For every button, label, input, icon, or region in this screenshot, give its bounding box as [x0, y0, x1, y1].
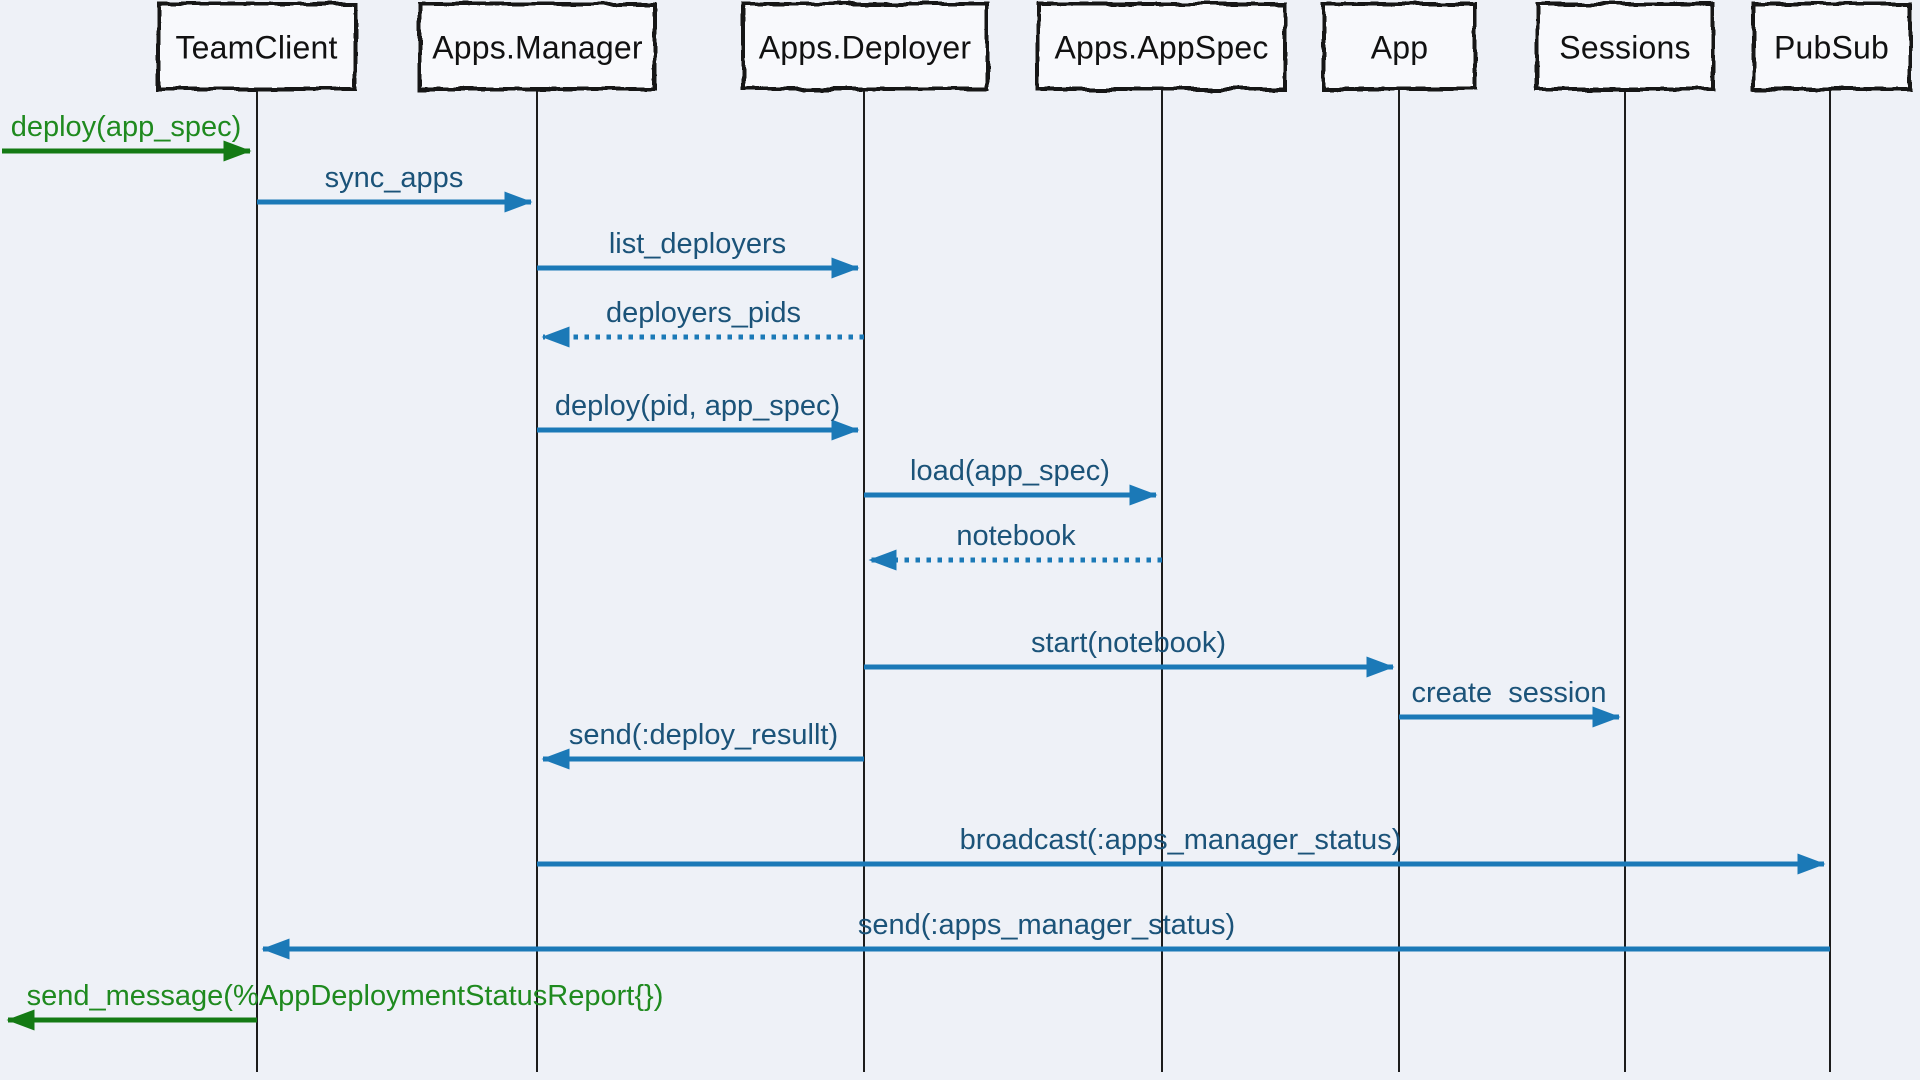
participant-box-apps-deployer: [741, 2, 989, 91]
participant-box-sessions: [1535, 2, 1715, 91]
participant-box-apps-appspec: [1036, 2, 1287, 91]
participant-box-apps-manager: [418, 2, 657, 91]
lifelines-layer: [256, 89, 1831, 1072]
participant-box-teamclient: [156, 2, 357, 91]
participant-box-app: [1322, 2, 1477, 91]
message-arrows-layer: [2, 140, 1830, 1031]
participant-box-pubsub: [1751, 2, 1912, 91]
participant-boxes-layer: [156, 2, 1912, 91]
